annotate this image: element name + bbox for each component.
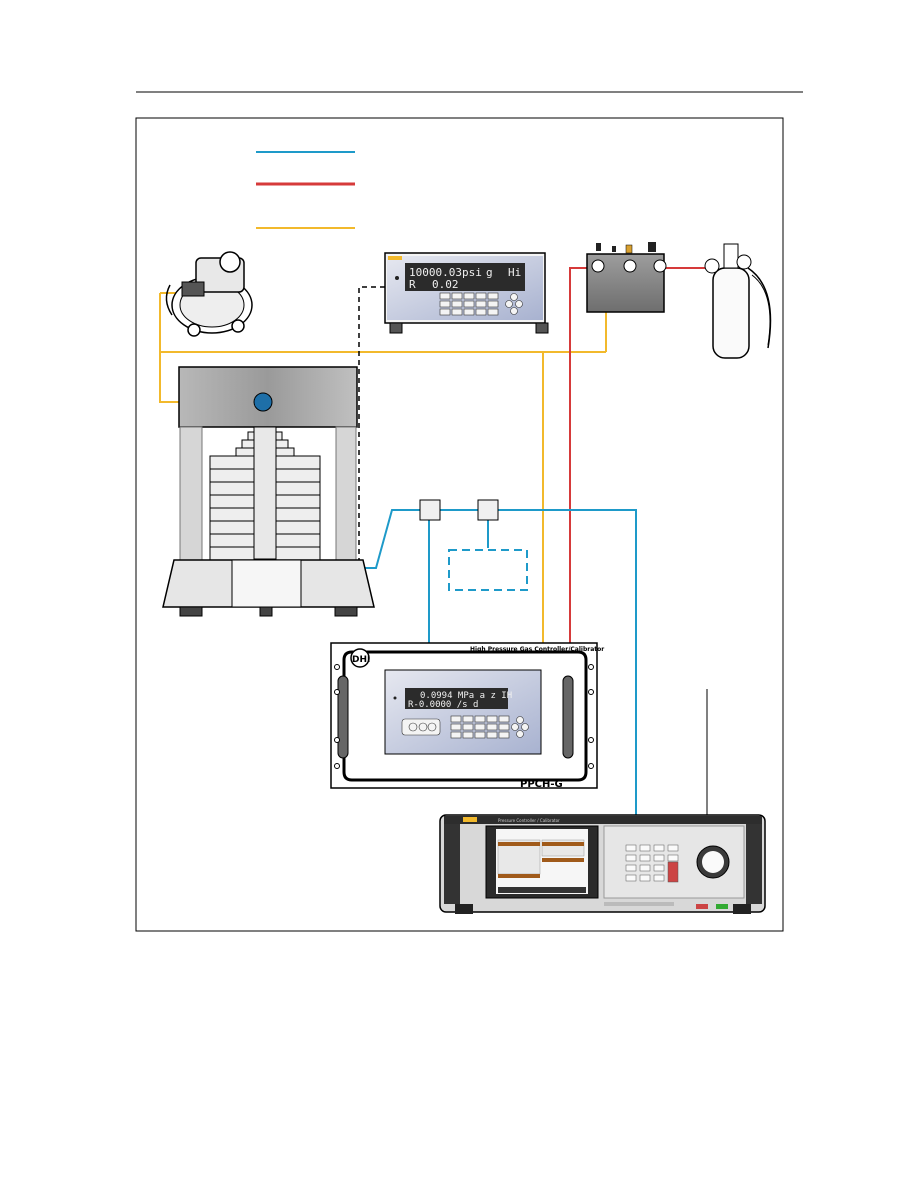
monitor-lcd-line1-value: 10000.03 bbox=[409, 266, 462, 279]
monitor-lcd-line1-mode: g bbox=[486, 266, 493, 279]
controller-model: PPCH-G bbox=[520, 779, 563, 790]
controller-brand: DHI bbox=[352, 655, 370, 665]
blue-line-to-calibrator bbox=[498, 509, 637, 815]
controller-lcd bbox=[405, 688, 508, 709]
gas-cylinder bbox=[704, 243, 772, 359]
valve-2[interactable] bbox=[477, 499, 499, 521]
air-compressor bbox=[165, 251, 253, 337]
pressure-monitor: 10000.03 psi g Hi R 0.02 bbox=[384, 252, 549, 334]
figure-frame bbox=[135, 117, 784, 932]
booster-box bbox=[586, 242, 667, 313]
pressure-calibrator: Pressure Controller / Calibrator bbox=[439, 814, 766, 914]
monitor-keypad[interactable] bbox=[439, 292, 523, 316]
controller-title: High Pressure Gas Controller/Calibrator bbox=[470, 646, 604, 653]
piston-gauge bbox=[162, 366, 375, 617]
dut-dashed-box bbox=[448, 549, 528, 591]
red-line-booster-to-controller bbox=[569, 267, 587, 644]
brand-tag bbox=[388, 256, 402, 260]
valve-1[interactable] bbox=[419, 499, 441, 521]
monitor-lcd-line1-unit: psi bbox=[462, 266, 482, 279]
dashed-signal-line bbox=[358, 286, 385, 568]
piston-port-icon bbox=[253, 392, 273, 412]
controller-lcd-line1: 0.0994 MPa a z IH bbox=[420, 691, 512, 701]
monitor-lcd-line1-flag: Hi bbox=[508, 266, 521, 279]
controller-keypad[interactable] bbox=[401, 715, 529, 739]
gauge-icon bbox=[653, 259, 667, 273]
blue-line-piston-to-valve bbox=[360, 509, 420, 569]
calibrator-header-title: Pressure Controller / Calibrator bbox=[498, 818, 560, 823]
monitor-lcd bbox=[405, 263, 525, 291]
monitor-lcd-line2-value: 0.02 bbox=[432, 278, 459, 291]
ppch-g-controller: DHI High Pressure Gas Controller/Calibra… bbox=[330, 642, 604, 790]
monitor-lcd-line2-prefix: R bbox=[409, 278, 416, 291]
legend bbox=[256, 151, 355, 229]
calibrator-keypad[interactable] bbox=[625, 844, 679, 882]
controller-lcd-line2: R-0.0000 /s d bbox=[408, 700, 478, 710]
gauge-icon bbox=[623, 259, 637, 273]
gauge-icon bbox=[591, 259, 605, 273]
brand-tag bbox=[463, 817, 477, 822]
connections bbox=[159, 267, 712, 815]
